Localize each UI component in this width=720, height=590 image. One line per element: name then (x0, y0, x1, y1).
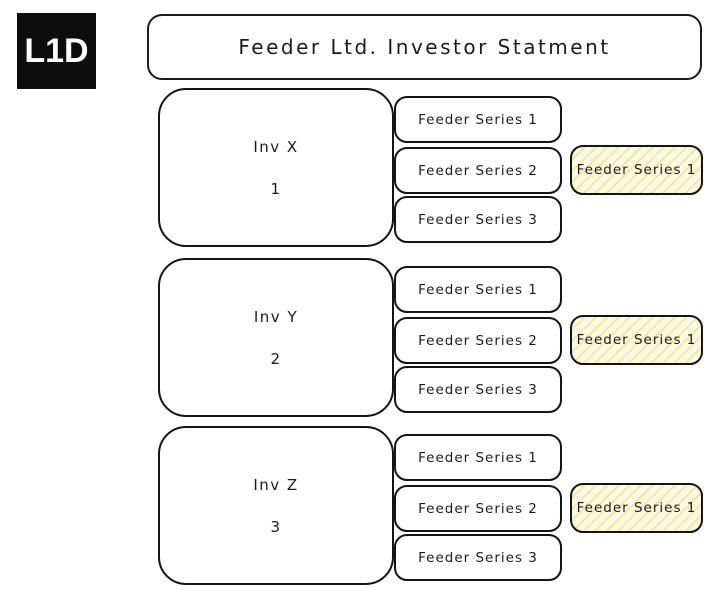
feeder-series-highlight-label: Feeder Series 1 (576, 500, 697, 516)
diagram-title-box: Feeder Ltd. Investor Statment (147, 14, 702, 80)
investor-box-y: Inv Y 2 (158, 258, 394, 417)
feeder-series-box: Feeder Series 2 (394, 317, 562, 364)
investor-group-z: Inv Z 3 Feeder Series 1 Feeder Series 2 … (158, 426, 703, 585)
investor-box-x: Inv X 1 (158, 88, 394, 247)
feeder-series-box: Feeder Series 3 (394, 366, 562, 413)
feeder-series-label: Feeder Series 2 (418, 500, 538, 517)
diagram-title: Feeder Ltd. Investor Statment (238, 35, 611, 59)
feeder-series-box: Feeder Series 2 (394, 485, 562, 532)
feeder-series-label: Feeder Series 3 (418, 381, 538, 398)
investor-number: 3 (270, 517, 282, 536)
feeder-series-label: Feeder Series 3 (418, 211, 538, 228)
investor-number: 2 (270, 349, 282, 368)
feeder-series-box: Feeder Series 3 (394, 196, 562, 243)
feeder-series-highlight-box: Feeder Series 1 (570, 145, 703, 195)
feeder-series-highlight-label: Feeder Series 1 (576, 332, 697, 348)
feeder-series-label: Feeder Series 2 (418, 332, 538, 349)
feeder-series-box: Feeder Series 1 (394, 96, 562, 143)
investor-box-z: Inv Z 3 (158, 426, 394, 585)
investor-name: Inv Z (253, 475, 299, 494)
feeder-series-highlight-label: Feeder Series 1 (576, 162, 697, 178)
feeder-series-box: Feeder Series 1 (394, 266, 562, 313)
feeder-series-label: Feeder Series 1 (418, 449, 538, 466)
feeder-series-label: Feeder Series 1 (418, 281, 538, 298)
investor-name: Inv X (253, 137, 299, 156)
investor-number: 1 (270, 179, 282, 198)
feeder-series-box: Feeder Series 2 (394, 147, 562, 194)
investor-name: Inv Y (253, 307, 299, 326)
feeder-series-highlight-box: Feeder Series 1 (570, 315, 703, 365)
l1d-logo-text: L1D (24, 31, 89, 70)
investor-group-x: Inv X 1 Feeder Series 1 Feeder Series 2 … (158, 88, 703, 247)
feeder-series-box: Feeder Series 3 (394, 534, 562, 581)
feeder-series-label: Feeder Series 2 (418, 162, 538, 179)
feeder-series-box: Feeder Series 1 (394, 434, 562, 481)
feeder-series-highlight-box: Feeder Series 1 (570, 483, 703, 533)
feeder-series-label: Feeder Series 1 (418, 111, 538, 128)
feeder-series-label: Feeder Series 3 (418, 549, 538, 566)
investor-group-y: Inv Y 2 Feeder Series 1 Feeder Series 2 … (158, 258, 703, 417)
l1d-logo: L1D (17, 13, 96, 89)
